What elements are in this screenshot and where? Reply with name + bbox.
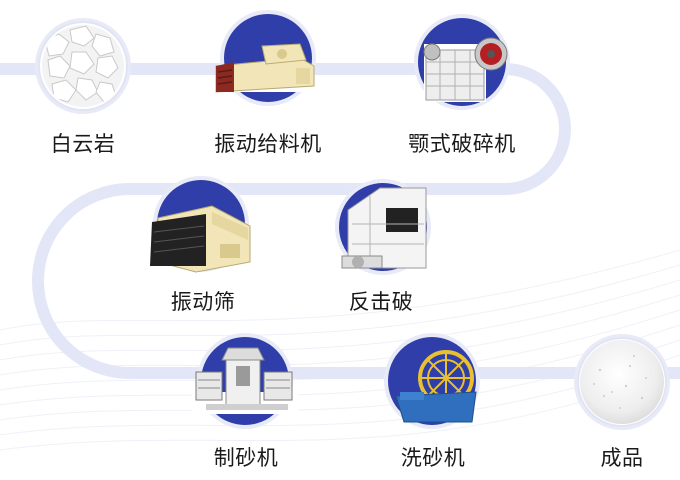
step-2-label: 振动给料机: [214, 132, 322, 156]
step-4-node: [150, 176, 251, 273]
step-2-node: [214, 10, 324, 106]
step-5-node: [335, 179, 431, 275]
step-6-node: [192, 333, 298, 429]
finished-sand-icon: [580, 340, 664, 424]
step-4-label: 振动筛: [170, 290, 236, 314]
step-3-label: 颚式破碎机: [408, 132, 516, 156]
flow-connector-path: [0, 63, 680, 379]
step-3-node: [414, 14, 510, 110]
step-1-node: [35, 18, 131, 114]
vibrating-screen-icon: [150, 205, 251, 273]
step-8-label: 成品: [600, 446, 644, 470]
sand-making-machine-icon: [192, 347, 298, 414]
step-6-label: 制砂机: [213, 446, 279, 470]
jaw-crusher-icon: [423, 37, 508, 102]
sand-washer-icon: [395, 350, 477, 423]
step-7-label: 洗砂机: [400, 446, 466, 470]
impact-crusher-icon: [341, 187, 427, 269]
step-8-node: [574, 334, 670, 430]
dolomite-stones-icon: [42, 25, 124, 107]
step-1-label: 白云岩: [50, 132, 116, 156]
background-waves: [0, 249, 680, 451]
step-7-node: [384, 333, 480, 429]
vibrating-feeder-icon: [214, 43, 324, 93]
step-5-label: 反击破: [348, 290, 414, 314]
